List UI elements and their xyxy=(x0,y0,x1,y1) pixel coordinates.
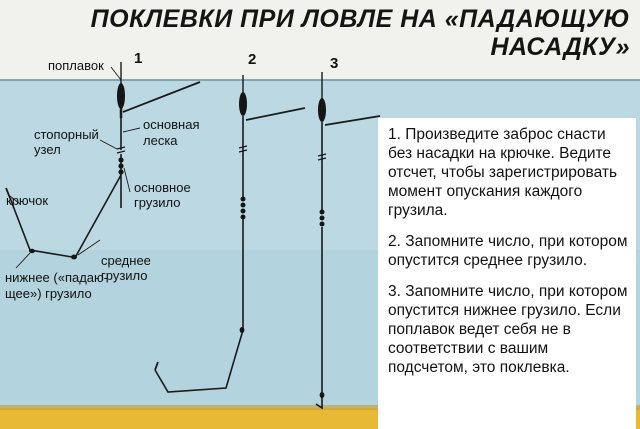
rig-3 xyxy=(315,72,381,410)
stopper-knot-1 xyxy=(116,146,126,154)
label-stopper-knot-l1: стопорный xyxy=(34,127,99,142)
middle-sinker-1 xyxy=(71,254,77,260)
stopper-knot-3 xyxy=(317,153,327,161)
hook-1 xyxy=(5,187,11,199)
figure-number-3: 3 xyxy=(330,55,339,72)
instructions-panel: 1. Произведите заброс снасти без насадки… xyxy=(378,118,636,429)
bottom-sinker-1 xyxy=(29,248,35,254)
instruction-step-3: 3. Запомните число, при котором опуститс… xyxy=(388,283,628,376)
label-main-sinker-l2: грузило xyxy=(134,195,181,210)
rig-2 xyxy=(154,75,306,393)
float-body-1 xyxy=(117,83,125,109)
leader-3 xyxy=(315,227,323,410)
label-main-line-l2: леска xyxy=(143,133,178,148)
figure-number-2: 2 xyxy=(248,51,257,68)
label-hook: крючок xyxy=(6,193,49,208)
main-sinker-3 xyxy=(319,209,325,227)
label-stopper-knot-l2: узел xyxy=(34,142,61,157)
label-float: поплавок xyxy=(48,58,104,73)
pointer-lines xyxy=(9,66,141,269)
middle-sinker-3 xyxy=(319,392,325,398)
float-body-2 xyxy=(239,92,247,116)
leader-1 xyxy=(75,174,122,257)
figure-number-1: 1 xyxy=(134,50,143,67)
label-middle-sinker-l2: грузило xyxy=(101,268,148,283)
hook-2 xyxy=(154,361,159,371)
main-sinker-2 xyxy=(240,196,246,220)
label-main-sinker-l1: основное xyxy=(134,180,191,195)
rod-line-1 xyxy=(122,81,201,113)
label-main-line-l1: основная xyxy=(143,117,200,132)
label-bottom-sinker-l2: щее») грузило xyxy=(5,286,92,301)
instruction-step-1: 1. Произведите заброс снасти без насадки… xyxy=(388,126,618,219)
page-title-line-1: ПОКЛЕВКИ ПРИ ЛОВЛЕ НА «ПАДАЮЩУЮ xyxy=(90,5,630,33)
leader-2 xyxy=(154,219,244,393)
label-bottom-sinker-l1: нижнее («падаю- xyxy=(5,270,109,285)
paper-background xyxy=(0,0,640,80)
rod-line-3 xyxy=(324,115,381,126)
label-middle-sinker-l1: среднее xyxy=(101,253,151,268)
instruction-step-2: 2. Запомните число, при котором опуститс… xyxy=(388,233,628,269)
float-body-3 xyxy=(318,98,326,122)
rod-line-2 xyxy=(245,107,306,121)
main-sinker-1 xyxy=(118,157,124,175)
middle-sinker-2 xyxy=(239,327,245,333)
page-title-line-2: НАСАДКУ» xyxy=(490,33,630,61)
rig-1 xyxy=(5,62,201,260)
stopper-knot-2 xyxy=(238,145,248,153)
